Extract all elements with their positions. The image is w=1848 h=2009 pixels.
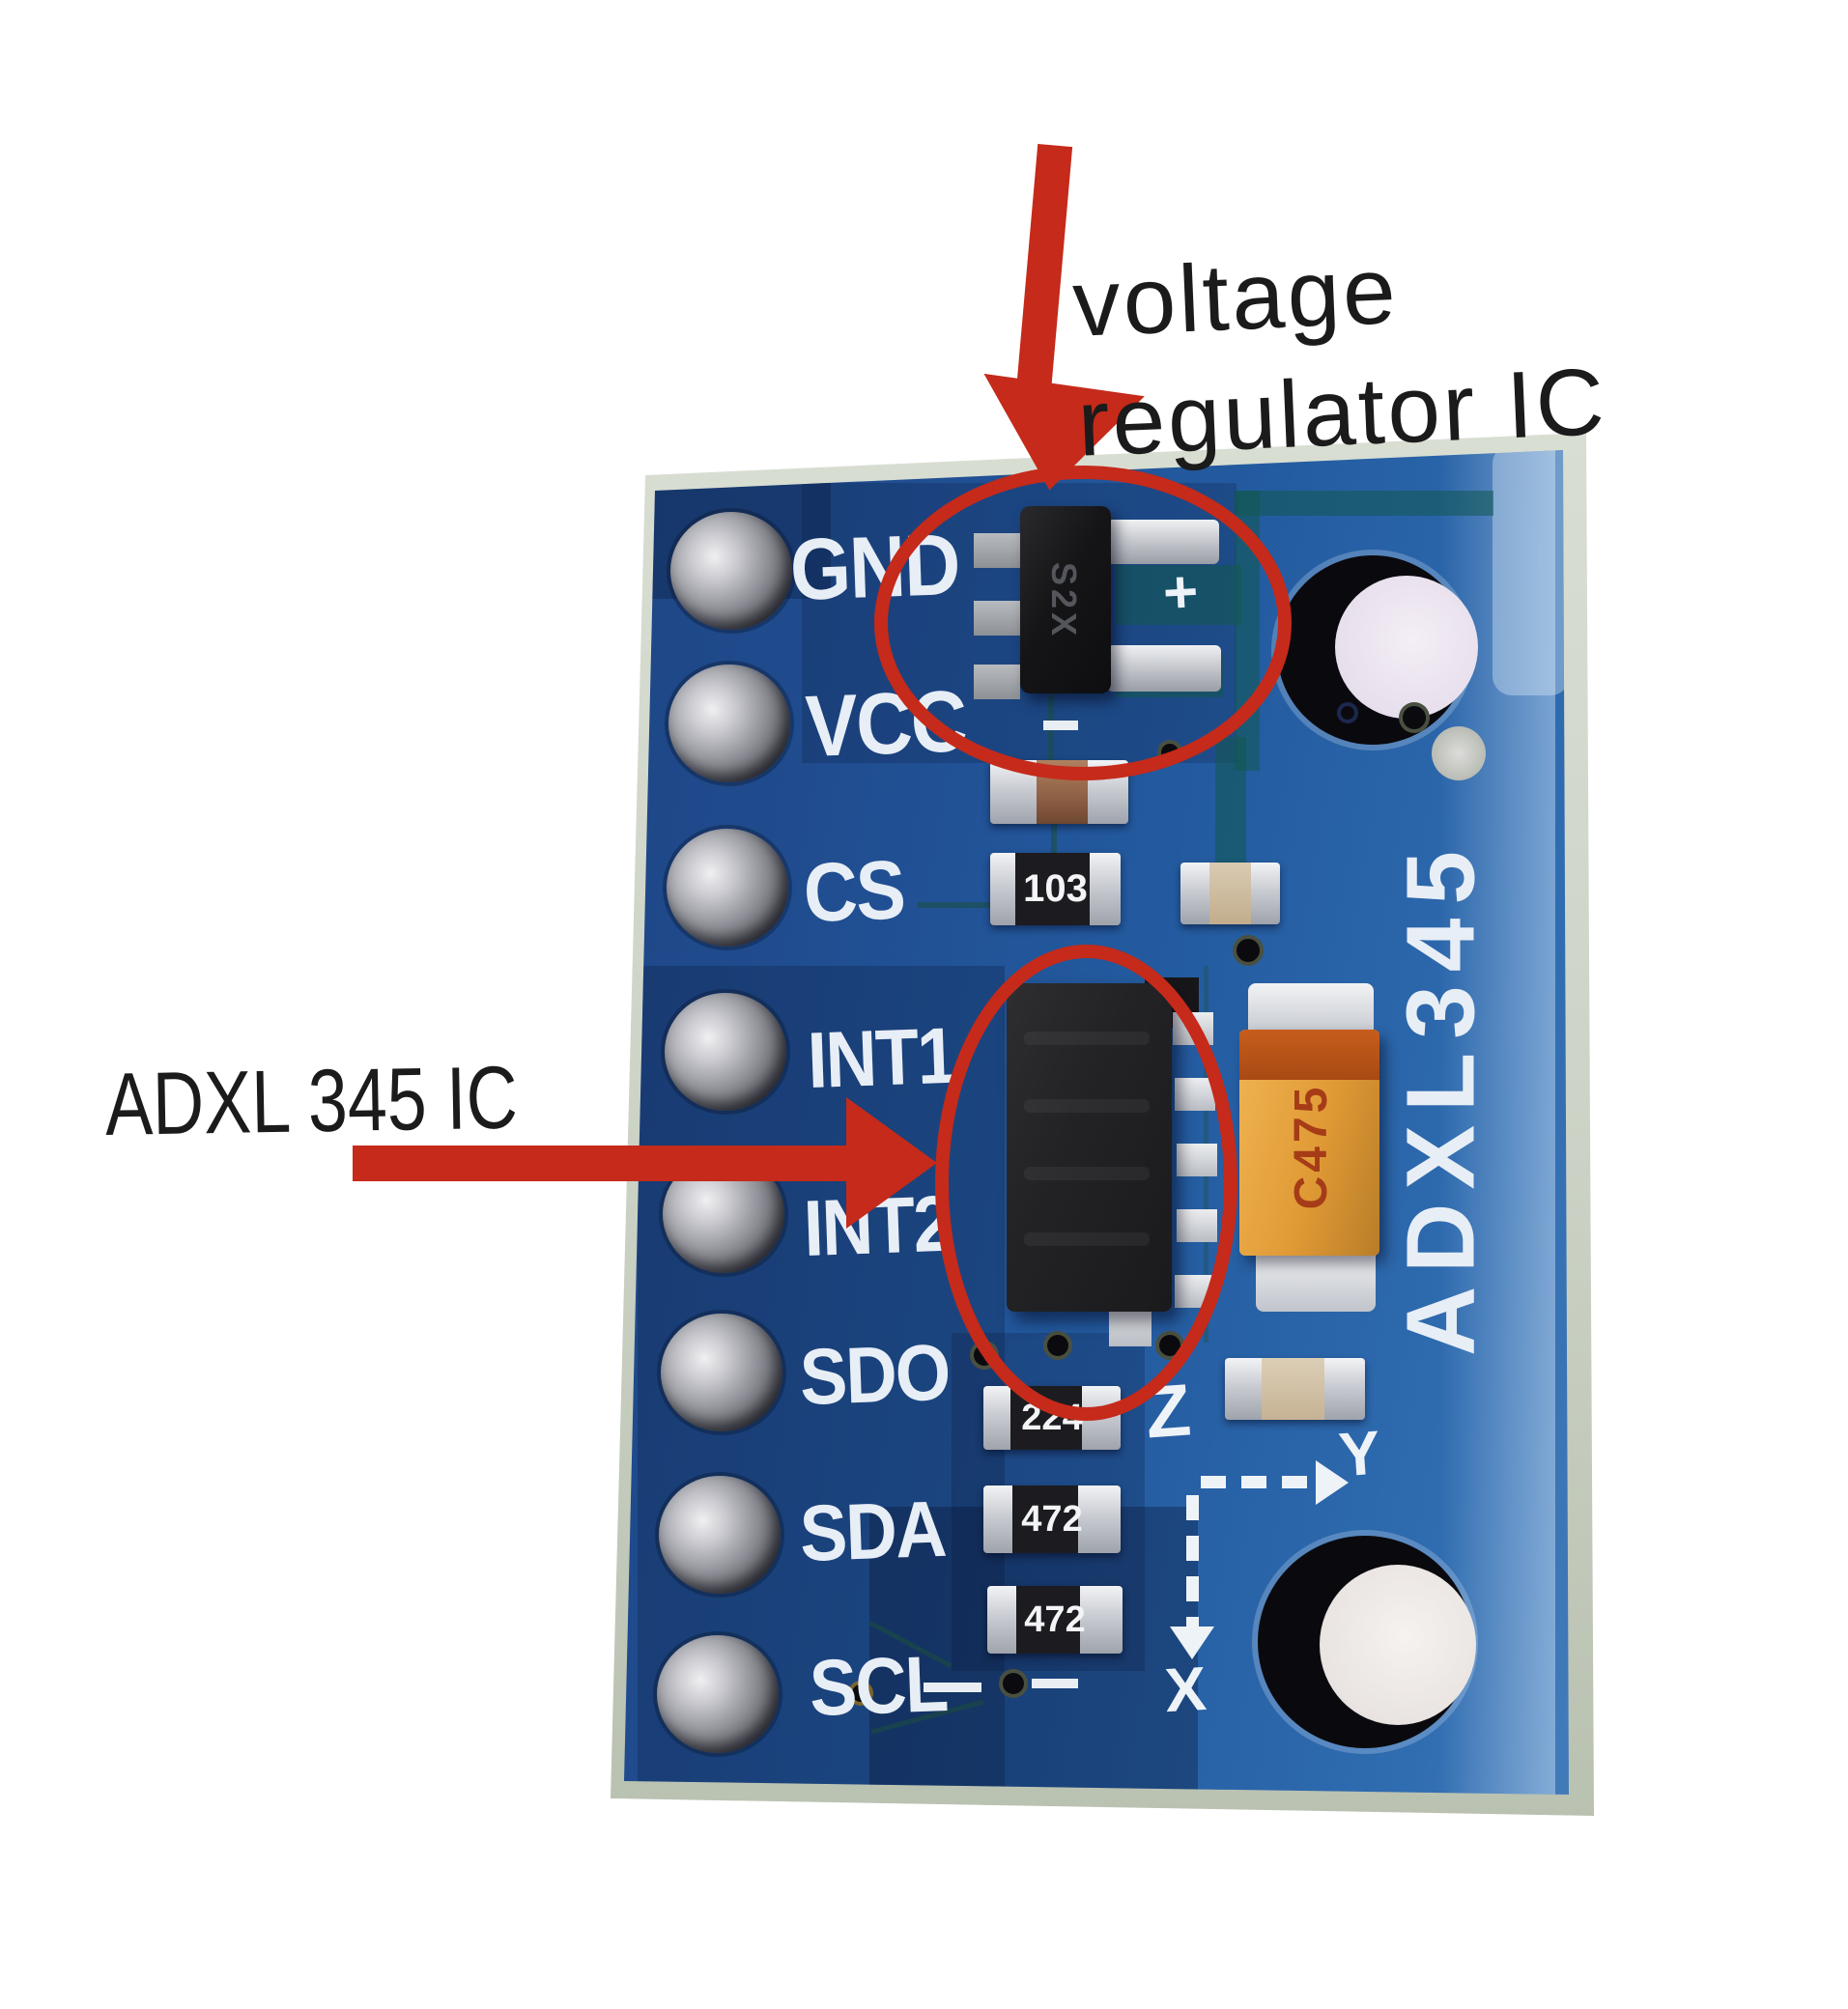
cap-terminal [1324,1358,1365,1420]
resistor-terminal [987,1586,1016,1654]
pin-label-sda: SDA [798,1485,947,1578]
solder-pin-vcc [668,665,790,782]
via [1233,935,1264,966]
resistor-terminal [1080,1586,1123,1654]
resistor-terminal [1078,1486,1121,1553]
resistor-472-b: 472 [987,1586,1123,1654]
solder-pin-sdo [661,1314,782,1431]
cap-terminal [1225,1358,1262,1420]
axis-label-x: X [1163,1653,1208,1726]
red-arrow-right-shaft [353,1146,851,1181]
resistor-body [1016,1586,1080,1654]
cap-body [1209,863,1251,924]
pin-label-int1: INT1 [806,1011,957,1105]
axis-arrowhead-x [1170,1627,1214,1659]
adxl-ic-annotation: ADXL 345 IC [104,1048,519,1154]
via [1337,702,1358,723]
annotation-line-1: voltage [1070,236,1401,356]
tantalum-capacitor: C475 [1239,1030,1379,1256]
highlight-ellipse-adxl [935,945,1237,1421]
resistor-value: 472 [1024,1599,1086,1640]
resistor-terminal [983,1386,1010,1450]
solder-speckle [1432,726,1486,780]
via [848,1681,873,1706]
cap-body [1262,1358,1324,1420]
silkscreen-dash [1032,1679,1078,1688]
highlight-ellipse-regulator [874,466,1292,780]
solder-pin-sda [659,1476,781,1594]
axis-arrowhead-y [1316,1460,1349,1505]
tantalum-code: C475 [1286,1083,1337,1210]
cap-terminal [1180,863,1209,924]
via [999,1669,1028,1698]
voltage-regulator-annotation: voltage regulator IC [1070,221,1609,483]
resistor-body [1015,853,1090,925]
solder-pin-cs [667,829,788,947]
tantalum-solder [1256,1248,1376,1312]
resistor-103: 103 [990,853,1121,925]
pcb-glare [1493,450,1569,695]
red-arrow-right-head [846,1097,937,1229]
cap-terminal [1251,863,1280,924]
red-arrow-down-shaft [1013,143,1073,417]
axis-line-y [1201,1476,1322,1488]
resistor-value: 103 [1023,867,1088,910]
tantalum-polarity-stripe [1239,1030,1379,1080]
solder-pin-gnd [670,512,792,630]
trace [918,902,995,908]
mounting-hole-top-light [1335,576,1478,719]
trace [1051,824,1057,855]
resistor-terminal [983,1486,1012,1553]
pin-label-cs: CS [802,843,906,940]
axis-line-x [1186,1495,1199,1628]
silkscreen-adxl345: ADXL345 [1386,836,1495,1357]
annotation-line-2: regulator IC [1075,347,1609,476]
resistor-body [1012,1486,1078,1553]
ceramic-capacitor-small [1180,863,1280,924]
resistor-472-a: 472 [983,1486,1121,1553]
resistor-terminal [1090,853,1121,925]
resistor-terminal [990,853,1015,925]
resistor-value: 472 [1021,1498,1083,1540]
solder-pin-scl [657,1635,779,1753]
copper-region [1235,491,1493,516]
ceramic-capacitor-white [1225,1358,1365,1420]
pin-label-sdo: SDO [798,1328,952,1422]
silkscreen-dash [924,1683,981,1692]
via [1399,702,1430,733]
solder-pin-int1 [665,993,786,1111]
mounting-hole-bottom-light [1320,1565,1476,1725]
